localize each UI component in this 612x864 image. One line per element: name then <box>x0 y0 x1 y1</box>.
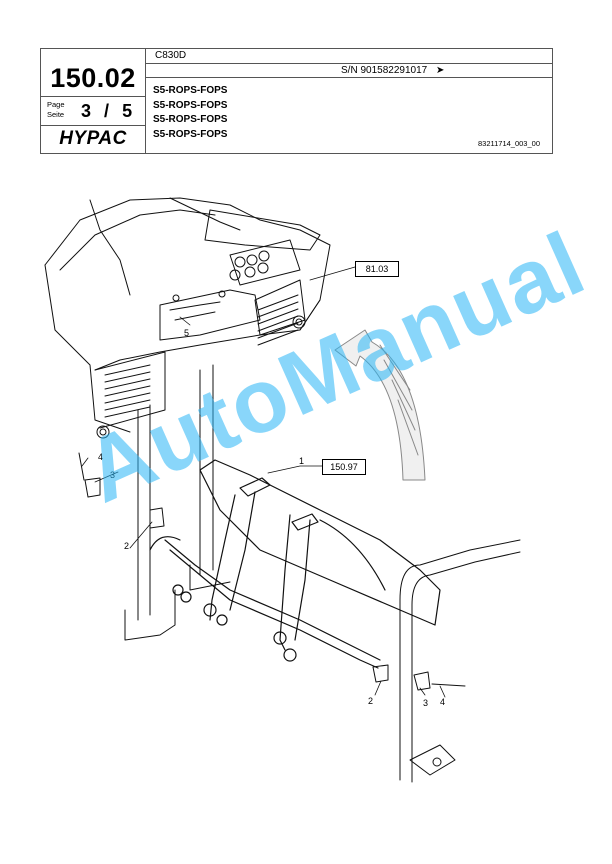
divider <box>41 125 145 126</box>
exploded-parts-drawing: 81.03 150.97 5 1 4 3 2 2 3 4 <box>0 170 612 830</box>
section-title: S5-ROPS-FOPS <box>153 128 228 140</box>
page-total: 5 <box>122 101 133 121</box>
section-title: S5-ROPS-FOPS <box>153 114 228 125</box>
section-titles: S5-ROPS-FOPS S5-ROPS-FOPS S5-ROPS-FOPS S… <box>153 84 227 142</box>
divider <box>145 77 553 78</box>
divider <box>145 49 146 153</box>
callout-2-left: 2 <box>124 541 130 551</box>
page-label-de: Seite <box>47 110 65 119</box>
page-label: Page Seite <box>47 100 65 120</box>
rotation-arrow-icon <box>334 329 426 481</box>
callout-4-left: 4 <box>98 452 104 462</box>
section-title: S5-ROPS-FOPS <box>153 99 228 111</box>
page-label-en: Page <box>47 100 65 109</box>
page-current: 3 <box>81 101 92 121</box>
section-title: S5-ROPS-FOPS <box>153 85 228 96</box>
header-block: 150.02 Page Seite 3 / 5 HYPAC C830D S/N … <box>40 48 553 154</box>
callout-3-right: 3 <box>423 698 429 708</box>
serial-text: S/N 901582291017 <box>341 65 428 76</box>
document-id: 83211714_003_00 <box>477 139 540 148</box>
divider <box>145 63 553 64</box>
clamp-parts <box>78 452 466 691</box>
rops-bracket <box>149 459 441 669</box>
serial-number: S/N 901582291017 ➤ <box>341 65 444 77</box>
leader-lines <box>81 266 446 698</box>
callout-1: 1 <box>299 456 305 466</box>
page-counter: 3 / 5 <box>77 100 136 122</box>
callout-4-right: 4 <box>440 697 446 707</box>
page-code: 150.02 <box>50 63 136 93</box>
page-separator: / <box>104 101 110 121</box>
arrow-right-icon: ➤ <box>435 65 445 76</box>
reference-box-150-97: 150.97 <box>322 459 366 475</box>
callout-2-right: 2 <box>368 696 374 706</box>
right-frame <box>399 539 521 783</box>
model-name: C830D <box>155 50 187 61</box>
divider <box>41 96 145 97</box>
parts-illustration <box>44 197 521 783</box>
dashboard-housing <box>44 197 331 439</box>
reference-box-81-03: 81.03 <box>355 261 399 277</box>
brand-logo: HYPAC <box>59 128 127 149</box>
callout-3-left: 3 <box>110 470 116 480</box>
callout-5: 5 <box>184 328 190 338</box>
